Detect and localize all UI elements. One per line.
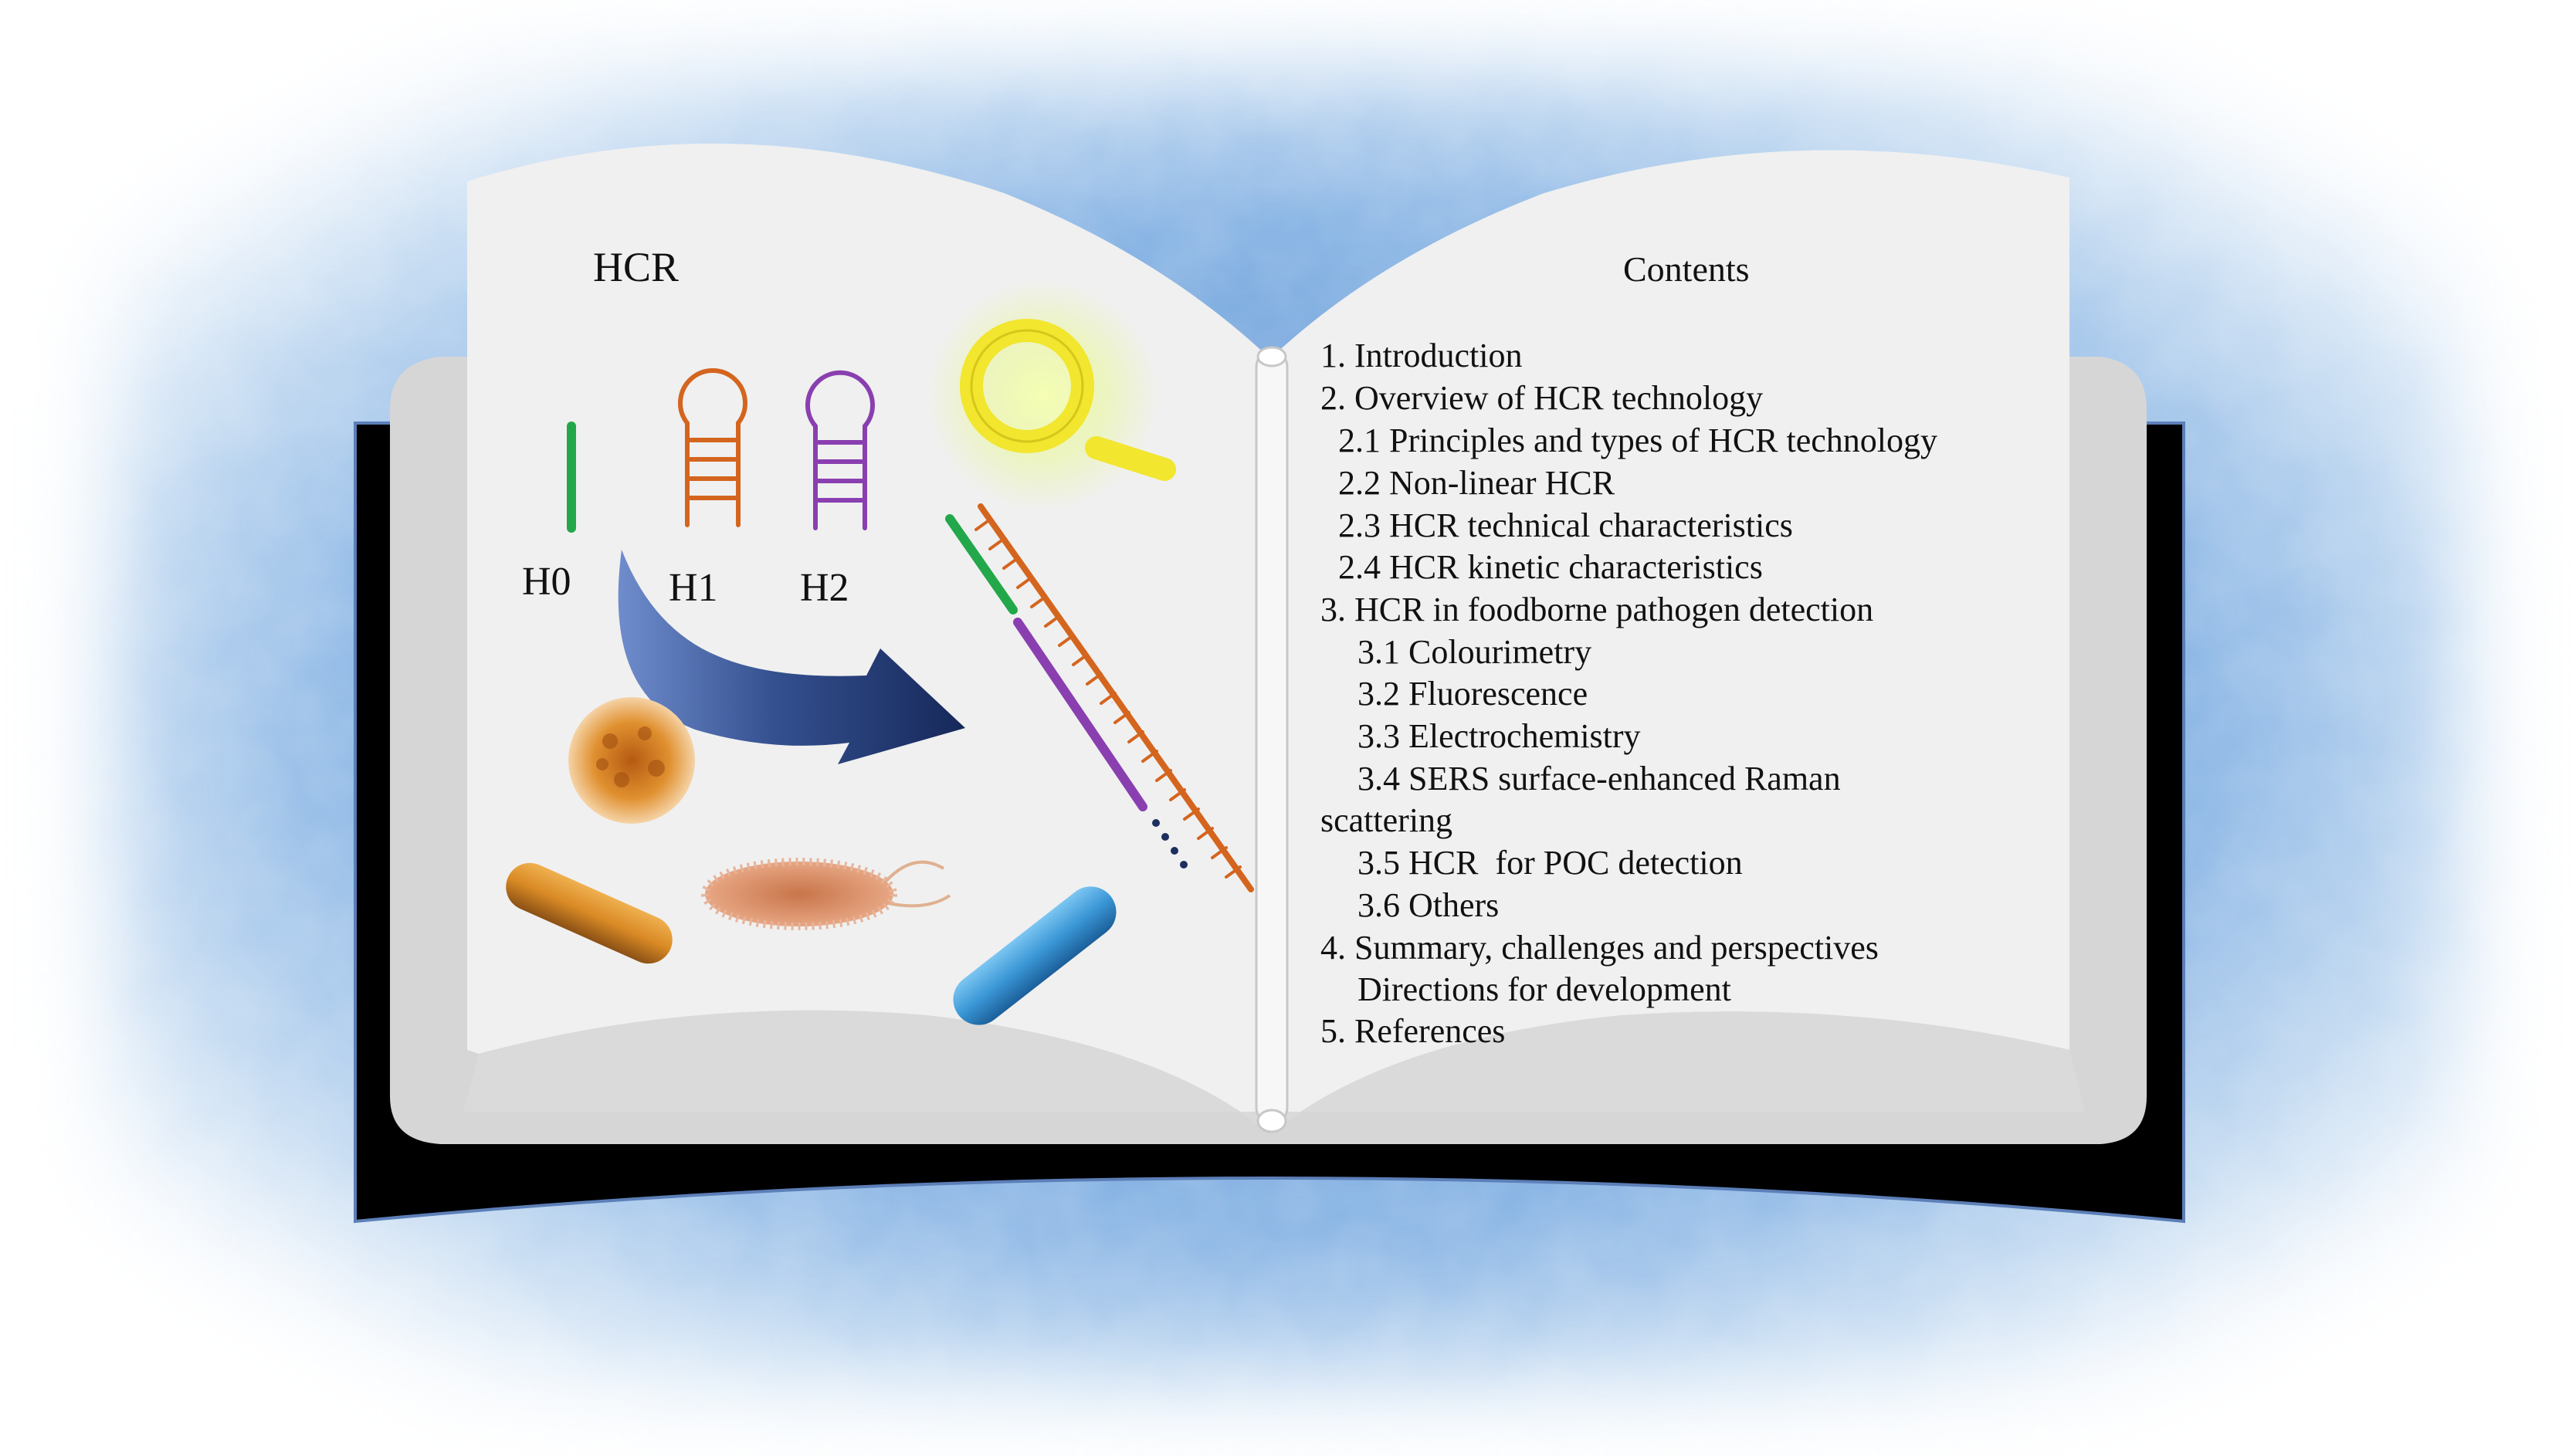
magnifier-icon [927, 279, 1176, 511]
contents-item: 3.2 Fluorescence [1357, 675, 1588, 713]
contents-item: 2.4 HCR kinetic characteristics [1338, 548, 1763, 586]
contents-item: 2.3 HCR technical characteristics [1338, 506, 1793, 544]
contents-item: 3.5 HCR for POC detection [1357, 844, 1743, 882]
contents-item: scattering [1320, 801, 1452, 839]
spine-top [1256, 346, 1287, 367]
right-page [1274, 150, 2069, 1131]
contents-title: Contents [1623, 249, 1750, 289]
contents-item: 3.6 Others [1357, 886, 1499, 924]
spine-bottom [1256, 1109, 1287, 1133]
contents-item: 3.1 Colourimetry [1357, 633, 1591, 671]
h1-label: H1 [669, 566, 718, 610]
left-page [467, 144, 1266, 1131]
coccus-bacterium-icon [568, 697, 695, 824]
h2-hairpin-icon [805, 370, 875, 530]
contents-item: 4. Summary, challenges and perspectives [1320, 929, 1879, 967]
contents-item: Directions for development [1357, 970, 1731, 1008]
orange-rod-bacterium-icon [506, 862, 673, 964]
left-page-title: HCR [593, 244, 679, 290]
h2-label: H2 [800, 566, 849, 610]
book-spine [1255, 350, 1289, 1125]
contents-item: 3.4 SERS surface-enhanced Raman [1357, 760, 1841, 797]
page-bottom-curl [463, 1010, 2085, 1131]
contents-item: 3.3 Electrochemistry [1357, 717, 1641, 755]
contents-item: 1. Introduction [1320, 337, 1523, 374]
flagellated-bacterium-icon [701, 858, 951, 930]
reaction-arrow-icon [618, 550, 965, 764]
contents-list: 1. Introduction 2. Overview of HCR techn… [1320, 337, 1937, 1050]
contents-item: 3. HCR in foodborne pathogen detection [1320, 591, 1873, 628]
contents-item: 5. References [1320, 1012, 1505, 1050]
hcr-polymer-chain-icon [945, 503, 1254, 892]
contents-item: 2.1 Principles and types of HCR technolo… [1338, 422, 1937, 459]
blue-rod-bacterium-icon [953, 886, 1117, 1025]
h0-label: H0 [522, 560, 571, 604]
contents-item: 2.2 Non-linear HCR [1338, 464, 1615, 502]
contents-item: 2. Overview of HCR technology [1320, 379, 1763, 417]
h1-hairpin-icon [678, 368, 747, 527]
